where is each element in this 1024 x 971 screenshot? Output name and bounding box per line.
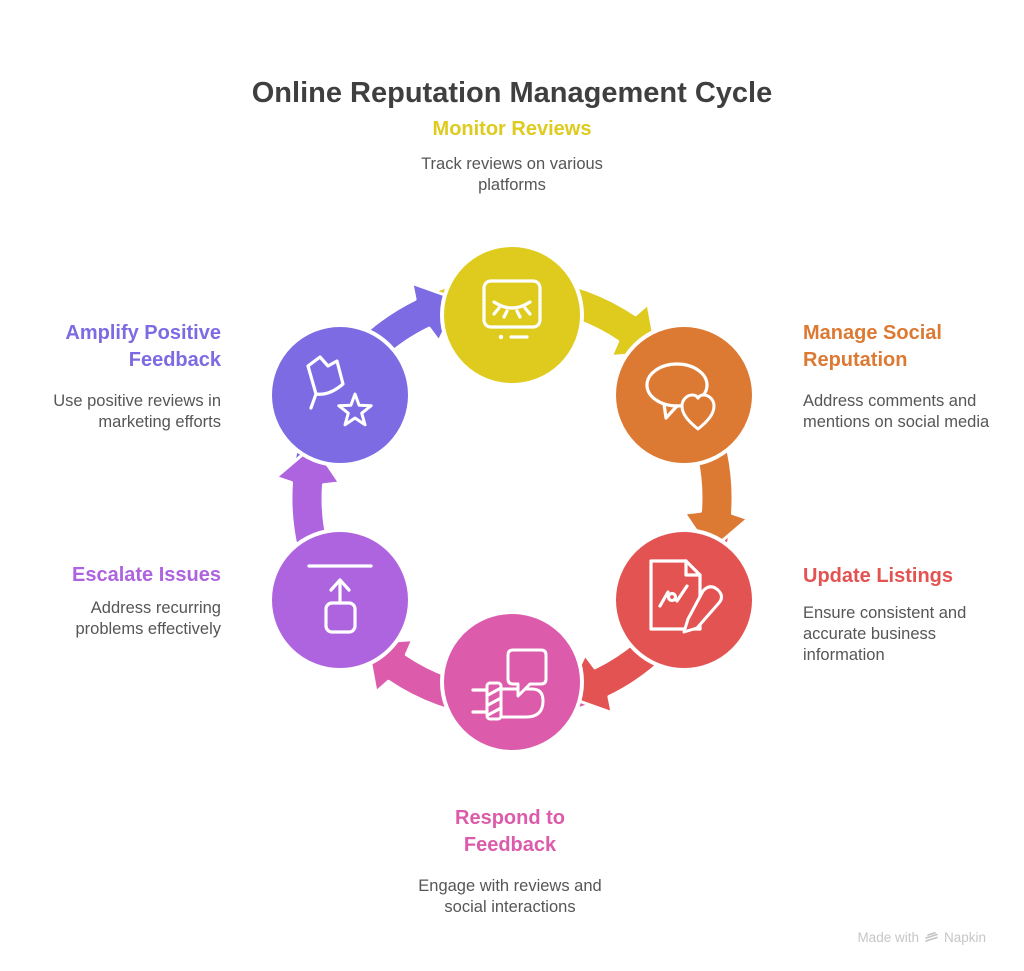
flag-star-icon bbox=[306, 355, 373, 427]
node-desc-line: Engage with reviews and bbox=[418, 877, 602, 895]
node-desc-line: Use positive reviews in bbox=[53, 392, 221, 410]
node-desc-line: problems effectively bbox=[75, 620, 221, 638]
node-desc-respond-to-feedback: Engage with reviews and social interacti… bbox=[330, 876, 690, 918]
napkin-logo-icon bbox=[925, 932, 938, 942]
node-desc-monitor-reviews: Track reviews on various platforms bbox=[0, 154, 1024, 196]
page-title: Online Reputation Management Cycle bbox=[251, 77, 773, 110]
node-circle-amplify-positive-feedback bbox=[268, 323, 412, 467]
node-label-respond-to-feedback: Respond to Feedback bbox=[330, 805, 690, 859]
node-desc-amplify-positive-feedback: Use positive reviews in marketing effort… bbox=[0, 391, 221, 433]
monitor-closed-eye-icon bbox=[482, 279, 542, 340]
node-label-line: Respond to bbox=[455, 807, 565, 829]
node-desc-line: Address recurring bbox=[90, 599, 221, 617]
node-label-escalate-issues: Escalate Issues bbox=[0, 562, 221, 589]
node-desc-manage-social-reputation: Address comments and mentions on social … bbox=[803, 391, 1023, 433]
node-label-update-listings: Update Listings bbox=[803, 563, 1023, 590]
node-desc-line: platforms bbox=[478, 176, 546, 194]
node-circle-monitor-reviews bbox=[440, 243, 584, 387]
node-label-line: Reputation bbox=[803, 349, 908, 371]
node-circle-manage-social-reputation bbox=[612, 323, 756, 467]
node-desc-line: mentions on social media bbox=[803, 413, 990, 431]
document-pencil-icon bbox=[649, 559, 723, 634]
node-label-amplify-positive-feedback: Amplify Positive Feedback bbox=[0, 320, 221, 374]
node-desc-escalate-issues: Address recurring problems effectively bbox=[0, 598, 221, 640]
chat-bubble-heart-icon bbox=[645, 362, 716, 431]
raise-box-arrow-icon bbox=[307, 564, 373, 634]
watermark-text: Made with bbox=[857, 930, 919, 945]
node-desc-line: Track reviews on various bbox=[421, 155, 603, 173]
node-label-line: Update Listings bbox=[803, 565, 954, 587]
node-desc-line: Ensure consistent and bbox=[803, 604, 967, 622]
node-desc-line: marketing efforts bbox=[98, 413, 221, 431]
node-desc-line: accurate business bbox=[803, 625, 936, 643]
node-label-manage-social-reputation: Manage Social Reputation bbox=[803, 320, 1023, 374]
node-label-monitor-reviews: Monitor Reviews bbox=[0, 116, 1024, 143]
node-label-line: Monitor Reviews bbox=[432, 118, 592, 140]
node-desc-update-listings: Ensure consistent and accurate business … bbox=[803, 603, 1023, 666]
node-label-line: Feedback bbox=[128, 349, 221, 371]
node-desc-line: social interactions bbox=[444, 898, 576, 916]
node-label-line: Feedback bbox=[463, 834, 557, 856]
node-desc-line: information bbox=[803, 646, 885, 664]
node-desc-line: Address comments and bbox=[803, 392, 977, 410]
hand-holding-chat-icon bbox=[471, 648, 548, 721]
node-label-line: Escalate Issues bbox=[72, 564, 221, 586]
made-with-napkin-watermark: Made with Napkin bbox=[857, 930, 986, 945]
node-label-line: Amplify Positive bbox=[65, 322, 221, 344]
node-label-line: Manage Social bbox=[803, 322, 942, 344]
node-circle-update-listings bbox=[612, 528, 756, 672]
watermark-brand: Napkin bbox=[943, 930, 986, 945]
